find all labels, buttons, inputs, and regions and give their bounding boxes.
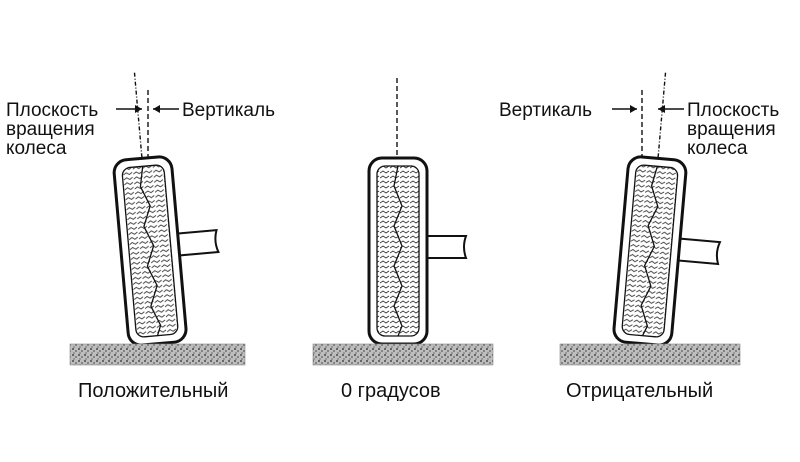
panel-positive: Плоскость вращения колеса Вертикаль Поло… bbox=[6, 72, 275, 402]
ground bbox=[559, 343, 741, 366]
label-vertical: Вертикаль bbox=[499, 100, 592, 121]
label-rotation-plane: Плоскость bbox=[6, 100, 98, 121]
caption-positive: Положительный bbox=[78, 380, 228, 402]
caption-negative: Отрицательный bbox=[566, 380, 713, 402]
wheel-positive bbox=[112, 72, 220, 347]
panel-negative: Вертикаль Плоскость вращения колеса Отри… bbox=[499, 72, 779, 402]
axle bbox=[426, 235, 468, 259]
label-line-2: вращения bbox=[6, 119, 95, 140]
label-line-3: колеса bbox=[687, 138, 748, 159]
label-line-1: Плоскость bbox=[6, 100, 98, 121]
label-line-2: вращения bbox=[687, 119, 776, 140]
axle bbox=[175, 229, 220, 257]
caption-zero: 0 градусов bbox=[341, 380, 441, 402]
label-vertical: Вертикаль bbox=[182, 100, 275, 121]
ground bbox=[312, 343, 494, 366]
wheel-negative bbox=[612, 72, 722, 347]
panel-zero: 0 градусов bbox=[312, 78, 494, 402]
ground bbox=[69, 343, 246, 366]
label-line-1: Плоскость bbox=[687, 100, 779, 121]
wheel-zero bbox=[367, 156, 468, 346]
label-line-3: колеса bbox=[6, 138, 67, 159]
tread bbox=[376, 165, 420, 337]
axle bbox=[677, 237, 722, 266]
